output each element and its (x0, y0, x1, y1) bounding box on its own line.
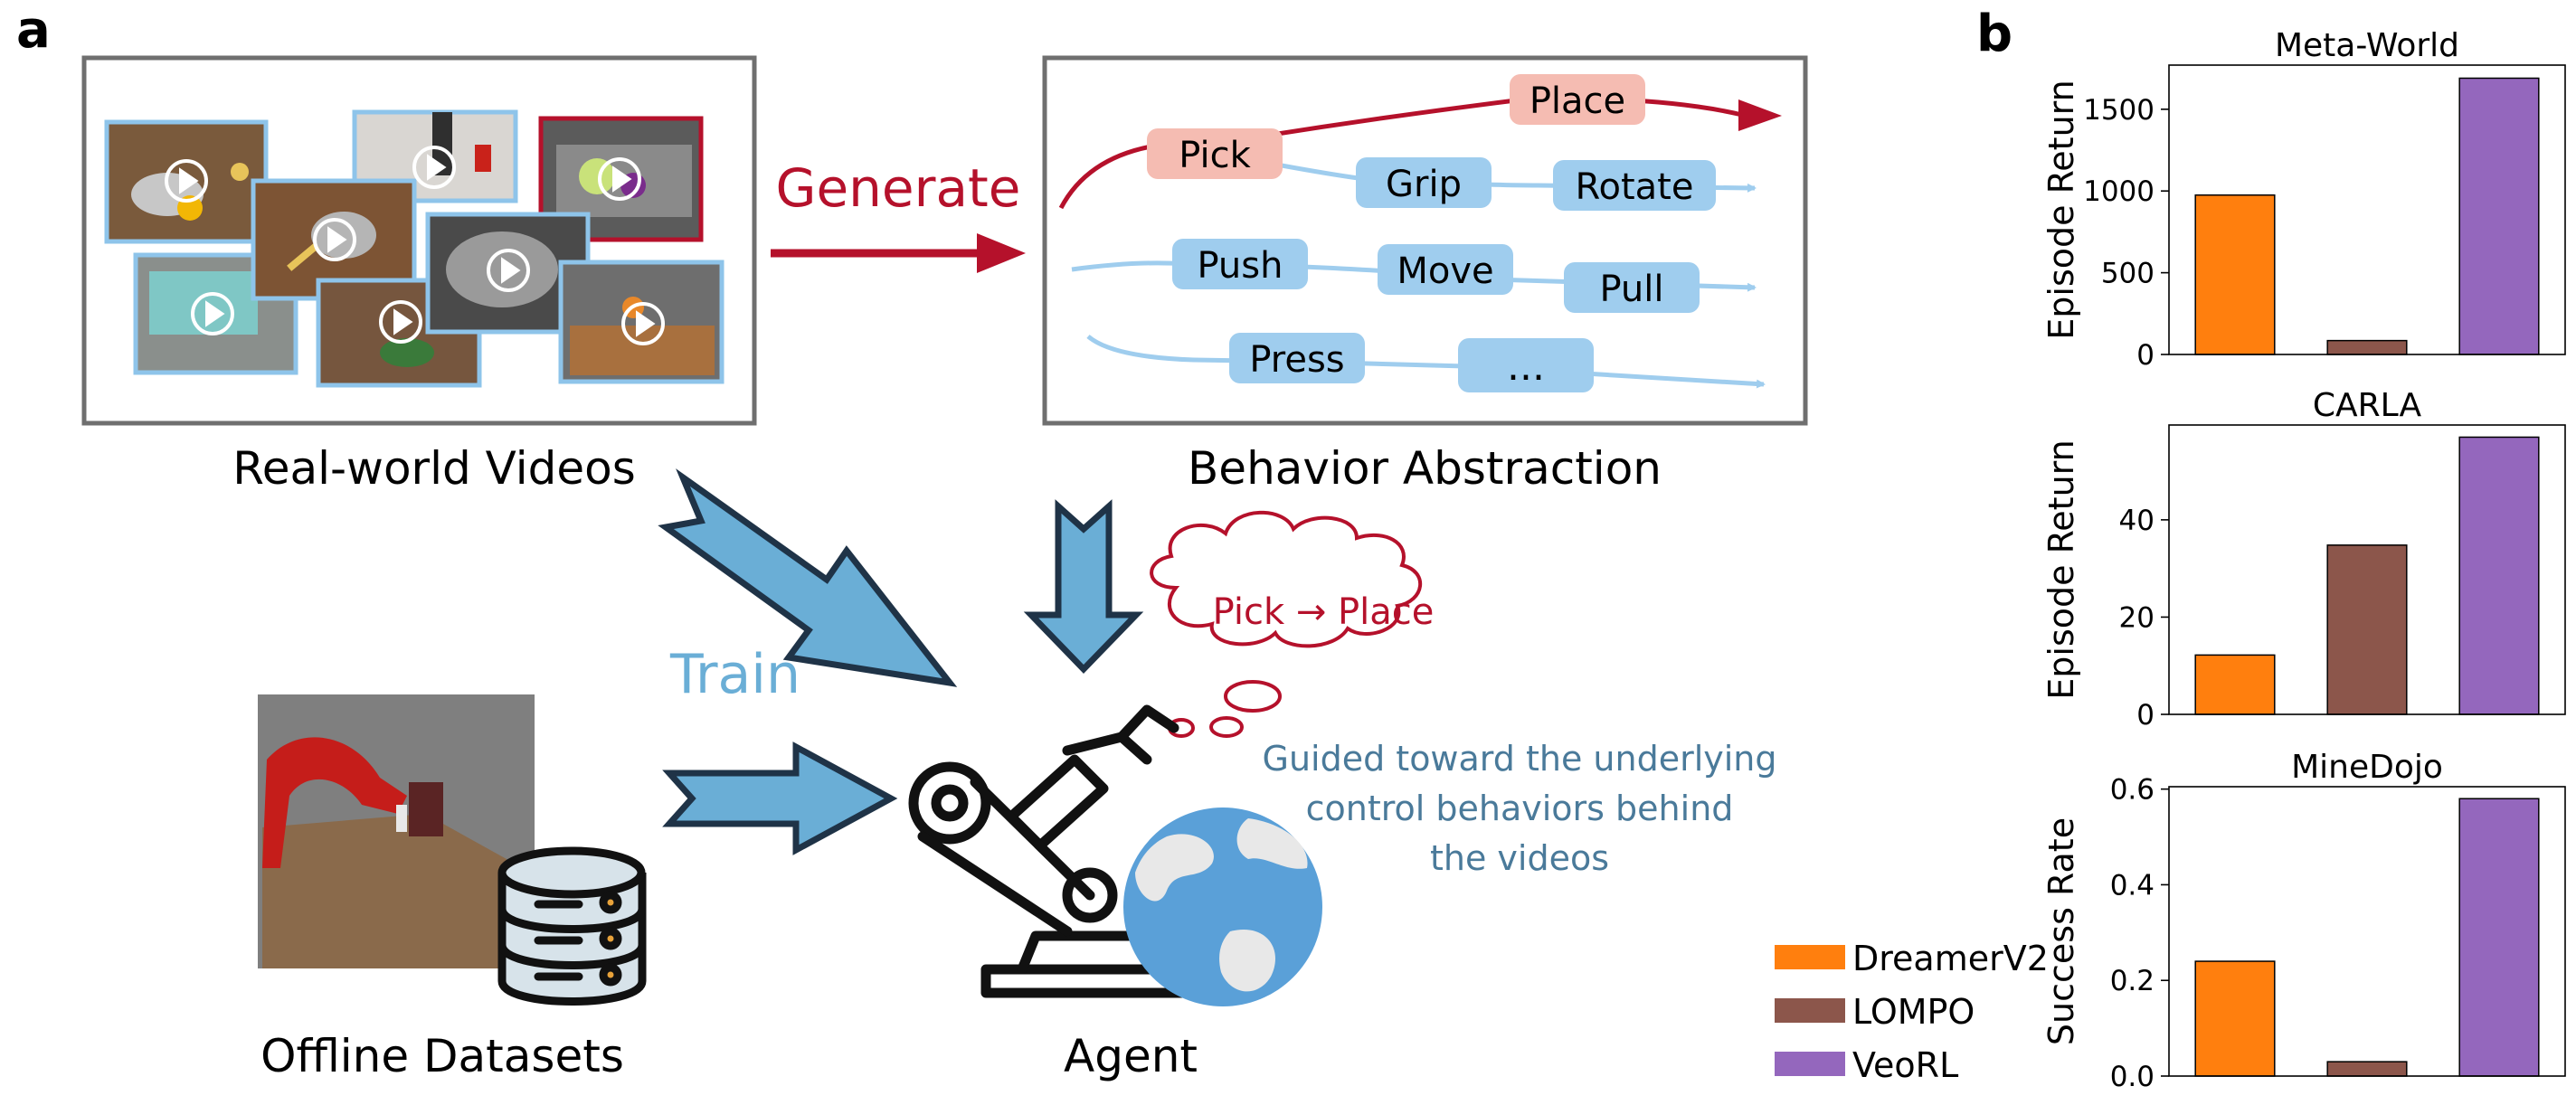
panel-a-letter: a (16, 1, 51, 60)
generate-label: Generate (776, 157, 1021, 219)
y-tick-label: 0 (2136, 699, 2155, 732)
bar-dreamerv2 (2194, 960, 2276, 1077)
y-tick-label: 40 (2119, 505, 2155, 537)
legend-entry-veorl: VeoRL (1775, 1045, 1958, 1085)
legend-entry-lompo: LOMPO (1775, 992, 1975, 1032)
y-tick-label: 0 (2136, 339, 2155, 372)
bar-lompo (2326, 544, 2408, 715)
svg-text:Rotate: Rotate (1576, 166, 1694, 208)
chart-1: 0 20 40 CARLA Episode Return (2041, 387, 2566, 732)
svg-text:Place: Place (1530, 80, 1625, 122)
svg-text:Press: Press (1249, 339, 1344, 381)
database-icon (497, 846, 647, 1006)
svg-text:...: ... (1507, 344, 1545, 390)
globe-icon (1123, 808, 1322, 1006)
behavior-pill-move: Move (1378, 244, 1513, 295)
video-thumbnail (104, 119, 269, 244)
svg-text:Push: Push (1198, 245, 1283, 287)
bar-dreamerv2 (2194, 194, 2276, 355)
y-tick-label: 0.0 (2110, 1061, 2155, 1093)
bar-lompo (2326, 339, 2408, 355)
svg-text:Move: Move (1397, 250, 1493, 292)
chart-frame (2168, 786, 2566, 1077)
y-axis-label: Success Rate (2041, 817, 2081, 1045)
generate-arrow (771, 233, 1026, 273)
y-tick-label: 0.2 (2110, 965, 2155, 997)
train-arrow-down (1023, 499, 1144, 675)
behavior-pill-grip: Grip (1356, 157, 1492, 208)
train-arrow-diagonal (658, 468, 958, 687)
svg-text:LOMPO: LOMPO (1852, 992, 1975, 1032)
y-axis-label: Episode Return (2041, 80, 2081, 339)
svg-text:Grip: Grip (1386, 164, 1462, 205)
y-tick-label: 20 (2119, 601, 2155, 634)
y-axis-label: Episode Return (2041, 439, 2081, 699)
panel-b-letter: b (1976, 5, 2012, 63)
videos-label: Real-world Videos (232, 442, 636, 495)
abstraction-label: Behavior Abstraction (1188, 442, 1662, 495)
thought-cloud (1150, 510, 1422, 738)
agent-label: Agent (1064, 1030, 1198, 1082)
behavior-pill-pick: Pick (1147, 128, 1283, 179)
svg-text:control behaviors behind: control behaviors behind (1306, 789, 1734, 828)
chart-title: MineDojo (2291, 749, 2443, 786)
play-icon (165, 146, 665, 345)
train-label: Train (669, 643, 800, 706)
bar-veorl (2458, 436, 2540, 715)
legend: DreamerV2 LOMPO VeoRL (1775, 939, 2049, 1085)
offline-dataset-image (258, 694, 535, 968)
chart-title: Meta-World (2275, 27, 2459, 64)
svg-text:Pull: Pull (1600, 269, 1664, 310)
svg-text:the videos: the videos (1430, 838, 1609, 878)
video-thumbnail (316, 278, 482, 388)
bar-lompo (2326, 1061, 2408, 1077)
behavior-pill-more: ... (1458, 338, 1594, 392)
bar-veorl (2458, 798, 2540, 1077)
behavior-pill-pull: Pull (1564, 262, 1700, 313)
train-arrow-right (662, 741, 898, 855)
behavior-pill-place: Place (1510, 74, 1645, 125)
chart-frame (2168, 64, 2566, 355)
behavior-pill-push: Push (1172, 239, 1308, 289)
y-tick-label: 0.4 (2110, 869, 2155, 902)
behavior-pill-rotate: Rotate (1553, 160, 1716, 211)
y-tick-label: 1500 (2083, 94, 2155, 127)
bar-dreamerv2 (2194, 654, 2276, 715)
guided-text: Guided toward the underlying control beh… (1263, 739, 1777, 878)
offline-label: Offline Datasets (260, 1030, 624, 1082)
y-tick-label: 0.6 (2110, 774, 2155, 807)
chart-frame (2168, 424, 2566, 715)
videos-box (81, 55, 757, 426)
svg-text:VeoRL: VeoRL (1852, 1045, 1958, 1085)
thought-text: Pick → Place (1213, 591, 1435, 633)
chart-title: CARLA (2313, 387, 2422, 424)
svg-text:Guided toward the underlying: Guided toward the underlying (1263, 739, 1777, 779)
y-tick-label: 1000 (2083, 175, 2155, 208)
svg-text:Pick: Pick (1179, 135, 1251, 176)
bar-veorl (2458, 77, 2540, 355)
svg-text:DreamerV2: DreamerV2 (1852, 939, 2049, 978)
behavior-pill-press: Press (1229, 333, 1365, 383)
abstraction-box: Place Pick Grip Rotate Push Move Pull P (1042, 55, 1808, 426)
y-tick-label: 500 (2101, 258, 2155, 290)
legend-entry-dreamerv2: DreamerV2 (1775, 939, 2049, 978)
